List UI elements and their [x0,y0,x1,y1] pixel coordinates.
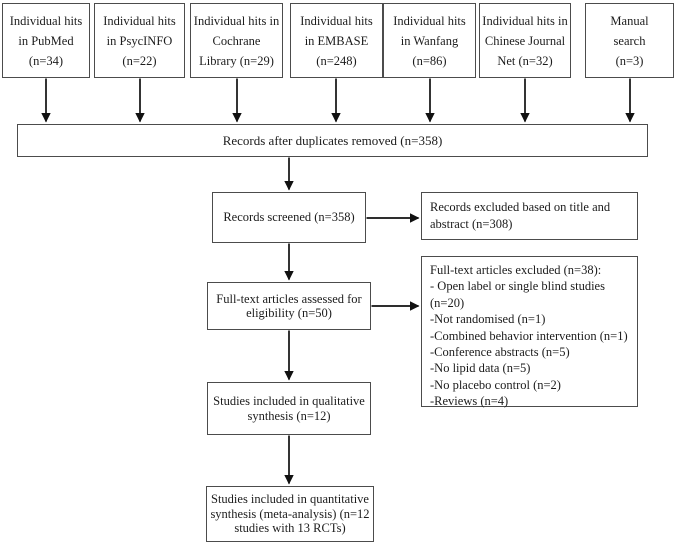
source-box-cochrane-label: Individual hits in Cochrane Library (n=2… [193,13,280,68]
source-box-manual-search-label: Manual search (n=3) [610,13,649,68]
quantitative-synthesis-box: Studies included in quantitative synthes… [206,486,374,542]
quantitative-synthesis-label: Studies included in quantitative synthes… [210,492,370,536]
source-box-pubmed-label: Individual hits in PubMed (n=34) [9,13,83,68]
duplicates-removed-box: Records after duplicates removed (n=358) [17,124,648,157]
source-box-chinese-journal-net: Individual hits in Chinese Journal Net (… [479,3,571,78]
source-box-psycinfo-label: Individual hits in PsycINFO (n=22) [103,13,176,68]
records-excluded-label: Records excluded based on title and abst… [430,200,611,231]
source-box-wanfang-label: Individual hits in Wanfang (n=86) [393,13,466,68]
source-box-cochrane: Individual hits in Cochrane Library (n=2… [190,3,283,78]
qualitative-synthesis-label: Studies included in qualitative synthesi… [213,394,365,423]
fulltext-excluded-box: Full-text articles excluded (n=38): - Op… [421,256,638,409]
source-box-manual-search: Manual search (n=3) [585,3,674,78]
source-box-embase-label: Individual hits in EMBASE (n=248) [300,13,373,68]
records-excluded-box: Records excluded based on title and abst… [421,192,638,240]
source-box-wanfang: Individual hits in Wanfang (n=86) [383,3,476,78]
source-box-psycinfo: Individual hits in PsycINFO (n=22) [94,3,185,78]
records-screened-box: Records screened (n=358) [212,192,366,243]
source-box-pubmed: Individual hits in PubMed (n=34) [2,3,90,78]
source-box-embase: Individual hits in EMBASE (n=248) [290,3,383,78]
records-screened-label: Records screened (n=358) [223,210,355,225]
duplicates-removed-label: Records after duplicates removed (n=358) [222,132,443,148]
fulltext-excluded-label: Full-text articles excluded (n=38): - Op… [430,263,628,409]
fulltext-assessed-box: Full-text articles assessed for eligibil… [207,282,371,330]
qualitative-synthesis-box: Studies included in qualitative synthesi… [207,382,371,435]
fulltext-assessed-label: Full-text articles assessed for eligibil… [216,291,362,321]
source-box-chinese-journal-net-label: Individual hits in Chinese Journal Net (… [482,13,568,68]
